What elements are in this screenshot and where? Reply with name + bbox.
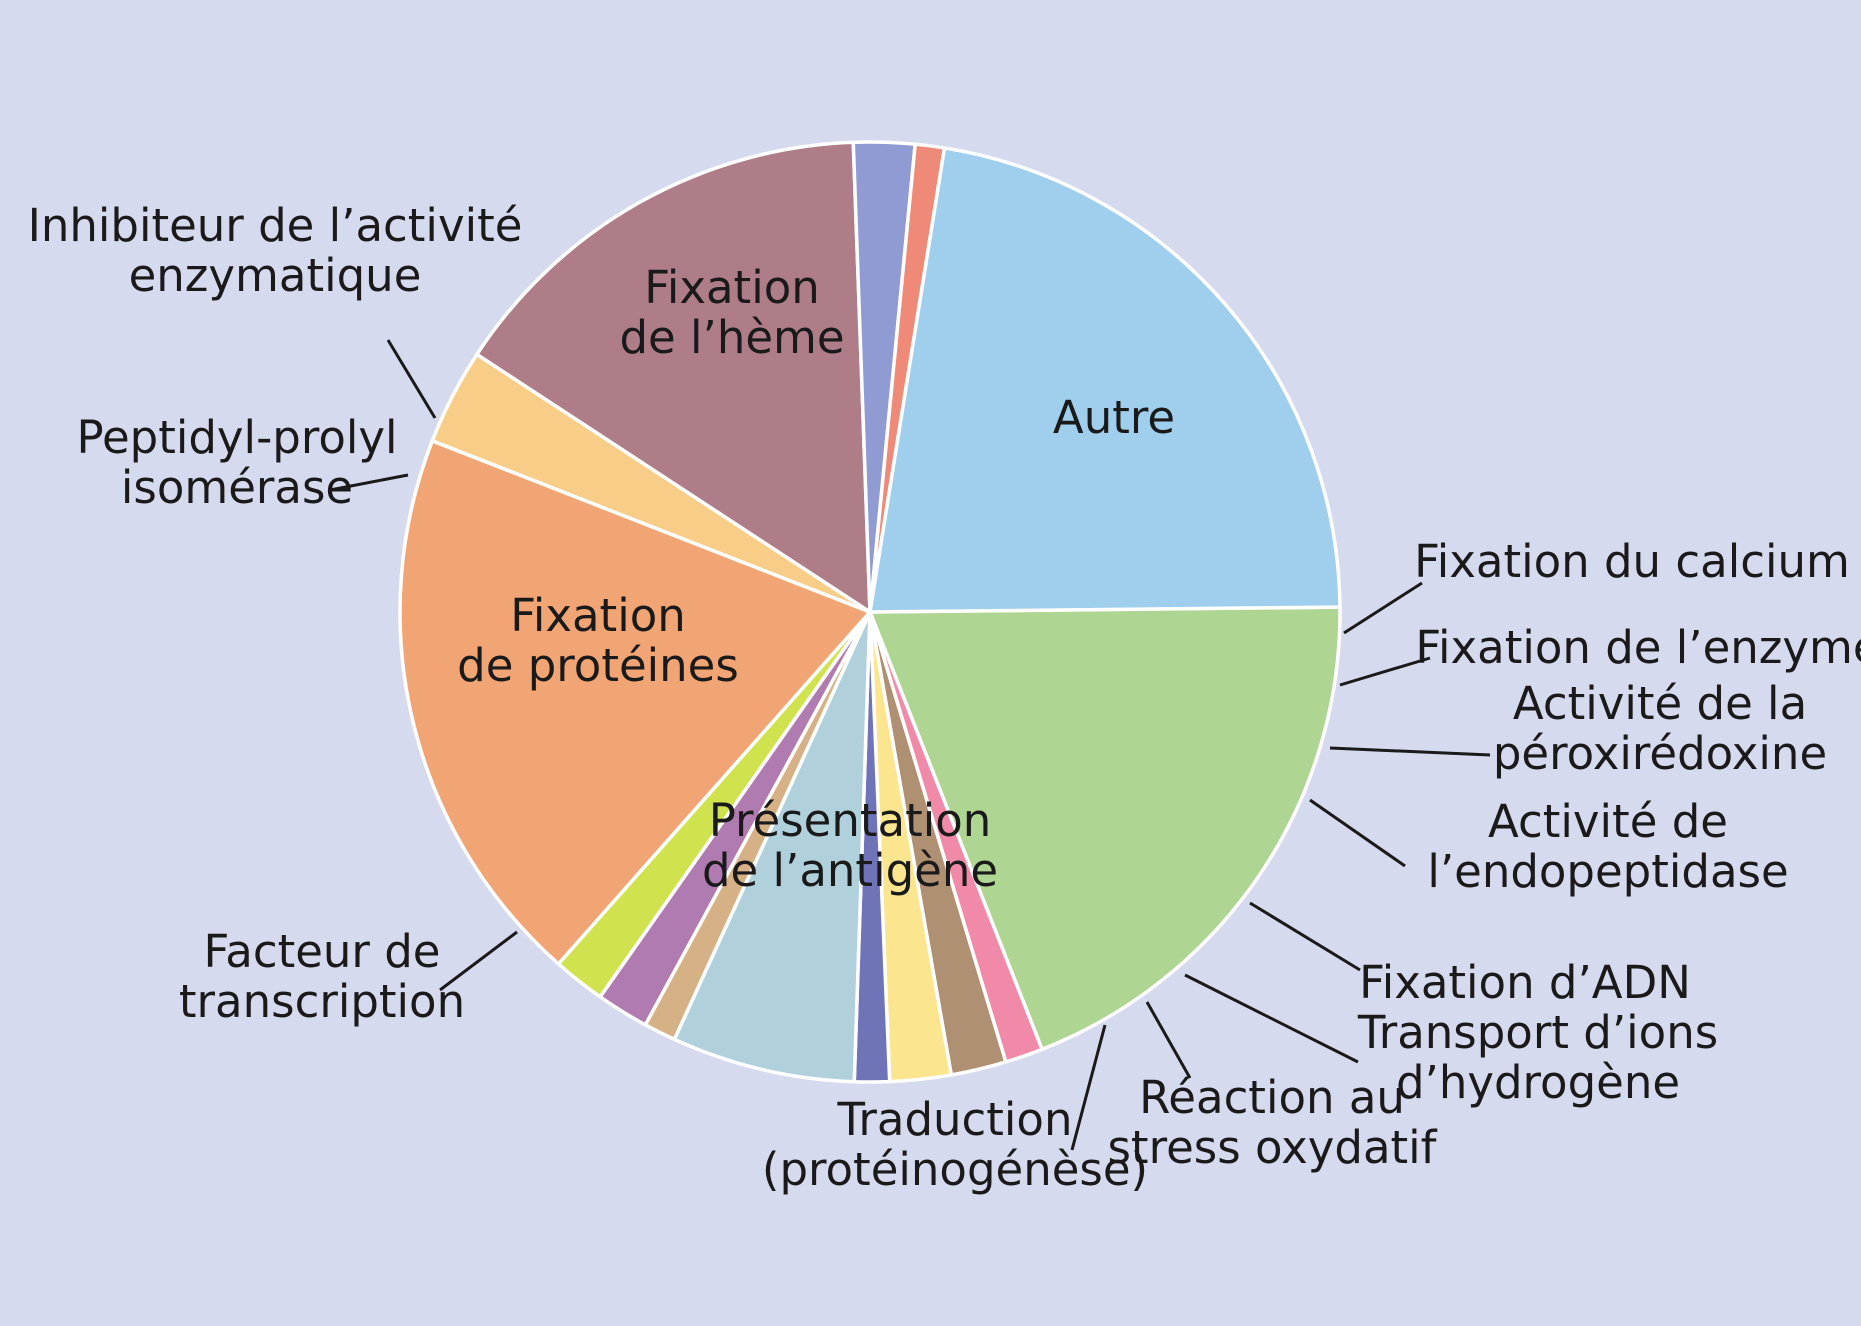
slice-label-line: Réaction au bbox=[1139, 1071, 1405, 1124]
slice-label-fixation-de-lenzyme: Fixation de l’enzyme bbox=[1415, 621, 1861, 674]
slice-label-line: Inhibiteur de l’activité bbox=[28, 199, 523, 252]
pie-slice-fixation-dadn bbox=[672, 610, 872, 1084]
pie-slice-fixation-de-lheme bbox=[868, 146, 1342, 614]
slice-label-line: Autre bbox=[1053, 391, 1175, 444]
slice-label-traduction-proteinogenese: Traduction(protéinogénèse) bbox=[762, 1093, 1148, 1196]
slice-label-line: Facteur de bbox=[204, 925, 441, 978]
slice-label-line: transcription bbox=[179, 975, 465, 1028]
leader-line-reaction-au-stress-oxydatif bbox=[1145, 1001, 1192, 1079]
slice-label-autre: Autre bbox=[1053, 391, 1175, 444]
leader-line-inhibiteur-de-lactivite-enzymatique bbox=[386, 339, 437, 419]
leader-line-fixation-du-calcium bbox=[1343, 581, 1423, 635]
slice-label-line: Transport d’ions bbox=[1357, 1006, 1718, 1059]
slice-label-line: Fixation bbox=[510, 589, 686, 642]
slice-label-line: d’hydrogène bbox=[1396, 1056, 1680, 1109]
leader-line-peptidyl-prolyl-isomerase bbox=[329, 473, 409, 492]
pie-slice-autre bbox=[868, 605, 1342, 1052]
slice-label-line: de l’hème bbox=[619, 311, 844, 364]
slice-label-line: de protéines bbox=[457, 639, 739, 692]
slices-layer bbox=[398, 140, 1342, 1084]
slice-label-line: Fixation bbox=[644, 261, 820, 314]
slice-label-line: stress oxydatif bbox=[1107, 1121, 1437, 1174]
slice-label-line: l’endopeptidase bbox=[1427, 845, 1788, 898]
slice-label-line: Activité de bbox=[1488, 795, 1728, 848]
slice-label-fixation-du-calcium: Fixation du calcium bbox=[1414, 535, 1850, 588]
leader-line-facteur-de-transcription bbox=[439, 930, 518, 992]
leader-line-fixation-dadn bbox=[1249, 901, 1361, 972]
slice-label-line: Fixation du calcium bbox=[1414, 535, 1850, 588]
slice-label-line: Activité de la bbox=[1513, 677, 1807, 730]
leader-line-traduction-proteinogenese bbox=[1070, 1024, 1107, 1151]
slice-label-line: Fixation d’ADN bbox=[1359, 956, 1691, 1009]
slice-label-line: péroxirédoxine bbox=[1493, 727, 1827, 780]
slice-label-fixation-dadn: Fixation d’ADN bbox=[1359, 956, 1691, 1009]
leader-line-fixation-de-lenzyme bbox=[1339, 656, 1431, 687]
slice-label-line: Présentation bbox=[709, 794, 992, 847]
leader-line-transport-dions-dhydrogene bbox=[1184, 973, 1359, 1064]
slice-label-line: (protéinogénèse) bbox=[762, 1143, 1148, 1196]
slice-label-line: Peptidyl-prolyl bbox=[76, 411, 397, 464]
leader-lines-layer bbox=[329, 339, 1491, 1151]
pie-slice-fixation-de-proteines bbox=[475, 140, 872, 614]
leader-line-activite-de-lendopeptidase bbox=[1309, 798, 1406, 868]
pie-slice-presentation-de-lantigene bbox=[398, 439, 872, 966]
slice-label-line: isomérase bbox=[121, 461, 353, 514]
slice-label-line: de l’antigène bbox=[702, 844, 998, 897]
leader-line-activite-de-la-peroxiredoxine bbox=[1329, 746, 1491, 757]
slice-label-line: Traduction bbox=[837, 1093, 1073, 1146]
slice-label-line: enzymatique bbox=[129, 249, 422, 302]
slice-label-line: Fixation de l’enzyme bbox=[1415, 621, 1861, 674]
